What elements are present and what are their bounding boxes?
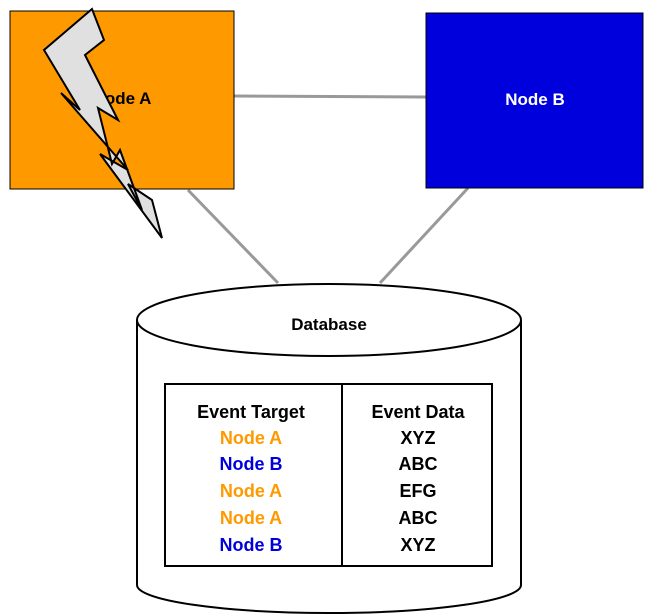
column-header-event-target: Event Target <box>197 402 305 422</box>
database[interactable]: Database Event Target Event Data Node A … <box>136 283 522 614</box>
connectors <box>186 94 470 285</box>
table-row-5-data: XYZ <box>400 535 435 555</box>
event-table-border <box>164 383 493 567</box>
table-row-3-data: EFG <box>399 481 436 501</box>
table-row-4-target: Node A <box>220 508 282 528</box>
table-row-3-target: Node A <box>220 481 282 501</box>
connector-node-b-database <box>378 186 470 285</box>
table-row-1-data: XYZ <box>400 428 435 448</box>
table-row-4-data: ABC <box>399 508 438 528</box>
node-b-label: Node B <box>505 90 565 109</box>
table-row-1-target: Node A <box>220 428 282 448</box>
database-label: Database <box>291 315 367 334</box>
connector-node-a-database <box>186 188 280 285</box>
table-row-2-target: Node B <box>220 454 283 474</box>
connector-node-a-node-b <box>233 94 427 99</box>
event-table: Event Target Event Data Node A XYZ Node … <box>164 383 493 567</box>
database-top <box>136 283 522 357</box>
node-b[interactable]: Node B <box>425 12 644 189</box>
lightning-bolt-icon <box>42 7 163 239</box>
column-header-event-data: Event Data <box>371 402 465 422</box>
node-b-box <box>425 12 644 189</box>
table-row-5-target: Node B <box>220 535 283 555</box>
table-row-2-data: ABC <box>399 454 438 474</box>
